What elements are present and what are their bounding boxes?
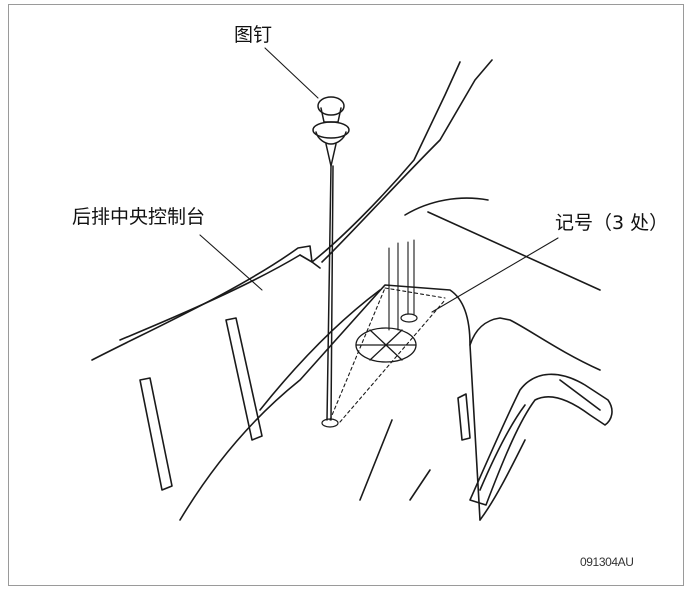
projection-lines [388, 239, 415, 331]
mark-dot-front [321, 418, 339, 428]
figure-code: 091304AU [580, 555, 634, 569]
marks-leader-line [431, 237, 559, 313]
console-leader-line [199, 234, 263, 291]
pushpin-icon [312, 96, 350, 421]
figure-frame [8, 4, 684, 586]
console-label: 后排中央控制台 [72, 206, 206, 228]
pushpin-leader-line [264, 47, 319, 99]
rear-center-console [91, 59, 613, 521]
mark-circle [355, 327, 417, 363]
mounting-plane [329, 287, 446, 423]
marks-label: 记号（3 处） [555, 212, 669, 234]
pushpin-label: 图钉 [234, 24, 273, 46]
mark-dot-rear [400, 313, 418, 323]
